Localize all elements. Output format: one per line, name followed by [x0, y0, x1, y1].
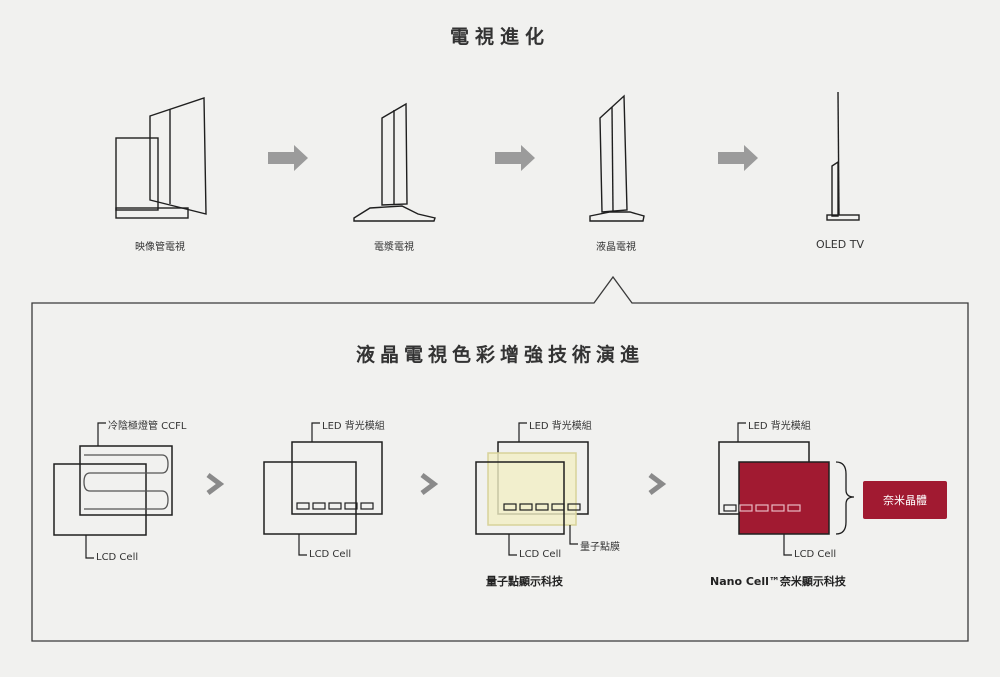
crt-tv-icon: [115, 97, 207, 219]
tv-label-plasma: 電漿電視: [374, 242, 414, 253]
ccfl-diagram: [53, 422, 173, 559]
tv-label-lcd: 液晶電視: [596, 242, 636, 253]
led-backlight-label: LED 背光模組: [748, 421, 811, 432]
nano-cell-caption: Nano Cell™奈米顯示科技: [710, 575, 846, 588]
ccfl-label: 冷陰極燈管 CCFL: [108, 421, 187, 432]
oled-tv-icon: [826, 91, 860, 221]
quantum-dot-caption: 量子點顯示科技: [486, 575, 563, 588]
led-diagram: [263, 422, 383, 556]
lcd-cell-label: LCD Cell: [309, 549, 352, 560]
callout-box: [31, 275, 969, 642]
nano-crystal-badge: 奈米晶體: [863, 481, 947, 519]
lcd-tv-icon: [589, 94, 645, 222]
page-title: 電視進化: [449, 26, 550, 48]
tv-label-oled: OLED TV: [816, 238, 864, 251]
tv-label-crt: 映像管電視: [135, 242, 185, 253]
stage-chevron-icon: [206, 473, 667, 495]
lcd-cell-label: LCD Cell: [519, 549, 562, 560]
nano-cell-diagram: [718, 422, 855, 556]
led-backlight-label: LED 背光模組: [322, 421, 385, 432]
plasma-tv-icon: [353, 102, 436, 222]
evolution-arrow-icon: [268, 145, 758, 171]
enhancement-title: 液晶電視色彩增強技術演進: [355, 344, 644, 366]
lcd-cell-label: LCD Cell: [96, 552, 139, 563]
lcd-cell-label: LCD Cell: [794, 549, 837, 560]
quantum-dot-film-label: 量子點膜: [580, 542, 620, 553]
led-backlight-label: LED 背光模組: [529, 421, 592, 432]
quantum-dot-diagram: [475, 422, 589, 556]
